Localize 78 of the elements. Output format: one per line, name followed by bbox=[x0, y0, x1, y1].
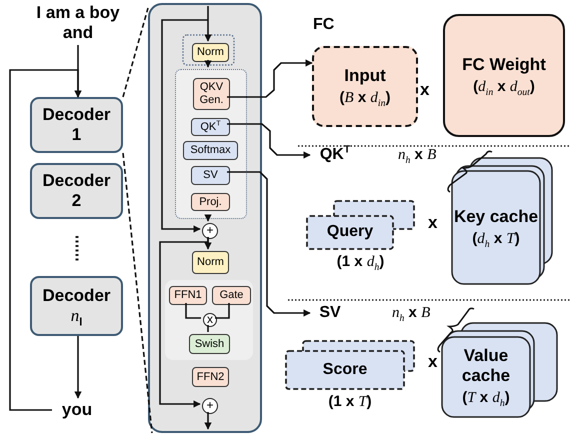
arrow bbox=[9, 69, 82, 411]
node-label: Decoder 1 bbox=[41, 105, 112, 145]
node-label: Input bbox=[344, 66, 386, 86]
zoom-line bbox=[122, 152, 153, 434]
node-label: Proj. bbox=[199, 196, 222, 208]
arrow bbox=[227, 171, 311, 317]
node-label: + bbox=[206, 399, 214, 413]
arrow bbox=[185, 303, 201, 319]
layer-box bbox=[191, 166, 230, 185]
operator-circle bbox=[202, 398, 218, 414]
arrow bbox=[204, 60, 212, 68]
dimension-text: (d$_{h}$ x T) bbox=[472, 230, 520, 248]
arrow bbox=[227, 123, 311, 159]
layer-box bbox=[191, 118, 230, 136]
node-label: Norm bbox=[197, 46, 224, 59]
node-label: Gate bbox=[220, 289, 244, 302]
decoder-detail-panel bbox=[148, 3, 262, 433]
node-label: x bbox=[207, 313, 213, 327]
node-label: QK$^{T}$ bbox=[200, 120, 221, 134]
node-label: SV bbox=[319, 304, 341, 322]
multiply-sign: x bbox=[428, 352, 438, 372]
layer-box bbox=[192, 251, 229, 274]
node-label: I am a boy and bbox=[35, 3, 121, 43]
node-label: QKV Gen. bbox=[198, 81, 224, 107]
node-label: FFN1 bbox=[174, 289, 202, 302]
layer-box bbox=[192, 367, 229, 387]
dimension-text: (1 x d$_{h}$) bbox=[336, 253, 384, 271]
cache-stack bbox=[441, 322, 558, 418]
arrow bbox=[74, 336, 82, 399]
arrow bbox=[161, 19, 208, 233]
node-label: SV bbox=[203, 169, 218, 182]
arrow bbox=[204, 412, 212, 430]
node-label: Softmax bbox=[190, 144, 231, 157]
operator-circle bbox=[202, 223, 218, 239]
layer-box bbox=[193, 78, 230, 110]
node-label: + bbox=[206, 224, 214, 238]
dimension-text: (B x d$_{in}$) bbox=[340, 89, 390, 108]
node-label: you bbox=[62, 400, 92, 420]
node-label: Key cache bbox=[454, 206, 538, 226]
layer-box bbox=[189, 334, 230, 354]
node-label: Norm bbox=[197, 256, 224, 269]
decoder-block bbox=[30, 163, 123, 219]
section-heading: FC bbox=[313, 16, 334, 34]
layer-box bbox=[183, 141, 238, 160]
arrow bbox=[227, 59, 313, 98]
matrix-box bbox=[312, 46, 418, 127]
node-label: Decoder n$_{l}$ bbox=[41, 286, 112, 326]
dimension-text: n$_{h}$ x B bbox=[398, 146, 436, 164]
ffn-group bbox=[165, 280, 253, 360]
arrow bbox=[204, 6, 212, 42]
tensor-block bbox=[306, 200, 415, 250]
zoom-line bbox=[122, 8, 149, 98]
node-label: Swish bbox=[194, 338, 224, 350]
matrix-box bbox=[443, 14, 565, 137]
dimension-text: (T x d$_{h}$) bbox=[462, 389, 510, 408]
node-label: FFN2 bbox=[196, 370, 224, 384]
operator-circle bbox=[203, 313, 217, 327]
arrow bbox=[215, 303, 230, 319]
attention-group bbox=[175, 69, 247, 219]
node-label: FC Weight bbox=[462, 54, 546, 74]
decoder-block bbox=[30, 276, 123, 336]
layer-box bbox=[192, 43, 229, 62]
dimension-text: (1 x T) bbox=[328, 393, 372, 411]
node-label: Query bbox=[326, 223, 374, 242]
dimension-text: n$_{h}$ x B bbox=[392, 304, 430, 322]
multiply-sign: x bbox=[420, 80, 430, 100]
arrow bbox=[204, 214, 212, 222]
node-label: Decoder 2 bbox=[41, 171, 112, 211]
multiply-sign: x bbox=[428, 213, 438, 233]
layer-box bbox=[169, 286, 207, 305]
dimension-text: (d$_{in}$ x d$_{out}$) bbox=[473, 78, 535, 96]
layer-box bbox=[212, 286, 251, 305]
layer-box bbox=[191, 193, 230, 211]
node-label: Value cache bbox=[460, 346, 512, 386]
arrow bbox=[159, 237, 209, 408]
node-label: Score bbox=[322, 360, 368, 380]
decoder-block bbox=[30, 97, 123, 153]
tensor-block bbox=[285, 340, 415, 390]
